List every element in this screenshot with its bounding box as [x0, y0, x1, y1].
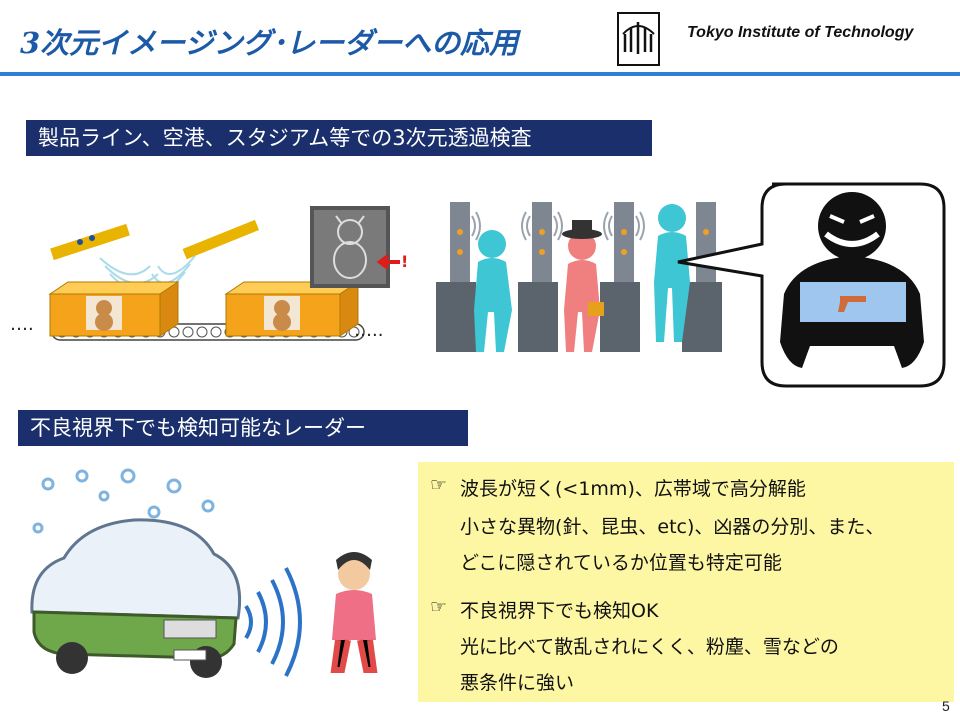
feature-visibility-lead: 不良視界下でも検知OK: [460, 600, 659, 622]
person-icon: [474, 230, 512, 352]
feature-visibility-detail: 光に比べて散乱されにくく、粉塵、雪などの: [460, 636, 839, 658]
conveyor-inspection-illustration: …. ….. !: [10, 196, 410, 356]
security-gate-illustration: [432, 192, 732, 362]
detected-threat-bubble: [672, 182, 947, 392]
feature-resolution-detail: どこに隠されているか位置も特定可能: [460, 552, 782, 574]
snowy-car-radar-illustration: [24, 462, 416, 702]
institution-name: Tokyo Institute of Technology: [687, 24, 914, 41]
header-rule: [0, 72, 960, 76]
person-icon: [654, 204, 690, 342]
radar-heading: 不良視界下でも検知可能なレーダー: [18, 410, 468, 446]
conveyor-right-dots: …..: [354, 320, 384, 341]
conveyor-left-dots: ….: [10, 314, 34, 335]
alert-mark: !: [401, 252, 409, 271]
pointing-hand-icon: ☞: [430, 474, 448, 496]
feature-resolution-lead: 波長が短く(<1mm)、広帯域で高分解能: [460, 478, 806, 500]
person-suspect-icon: [562, 220, 604, 352]
features-note-box: ☞ 波長が短く(<1mm)、広帯域で高分解能 小さな異物(針、昆虫、etc)、凶…: [418, 462, 954, 702]
inspection-heading: 製品ライン、空港、スタジアム等での3次元透過検査: [26, 120, 652, 156]
xray-image-icon: [310, 206, 390, 288]
feature-resolution-detail: 小さな異物(針、昆虫、etc)、凶器の分別、また、: [460, 516, 885, 538]
feature-visibility-detail: 悪条件に強い: [460, 672, 575, 694]
snow-covered-car-icon: [30, 518, 242, 678]
radar-wave-icon: [244, 567, 302, 677]
slide-title: 3次元イメージング･レーダーへの応用: [20, 26, 519, 60]
product-box-icon: [48, 281, 180, 337]
university-logo-icon: [617, 12, 660, 66]
product-box-icon: [224, 281, 360, 337]
pointing-hand-icon: ☞: [430, 596, 448, 618]
suspect-silhouette-icon: [780, 192, 924, 368]
page-number: 5: [942, 698, 950, 714]
child-pedestrian-icon: [330, 552, 378, 673]
alert-arrow-icon: [376, 254, 400, 270]
radar-emitter-icon: [50, 219, 260, 261]
